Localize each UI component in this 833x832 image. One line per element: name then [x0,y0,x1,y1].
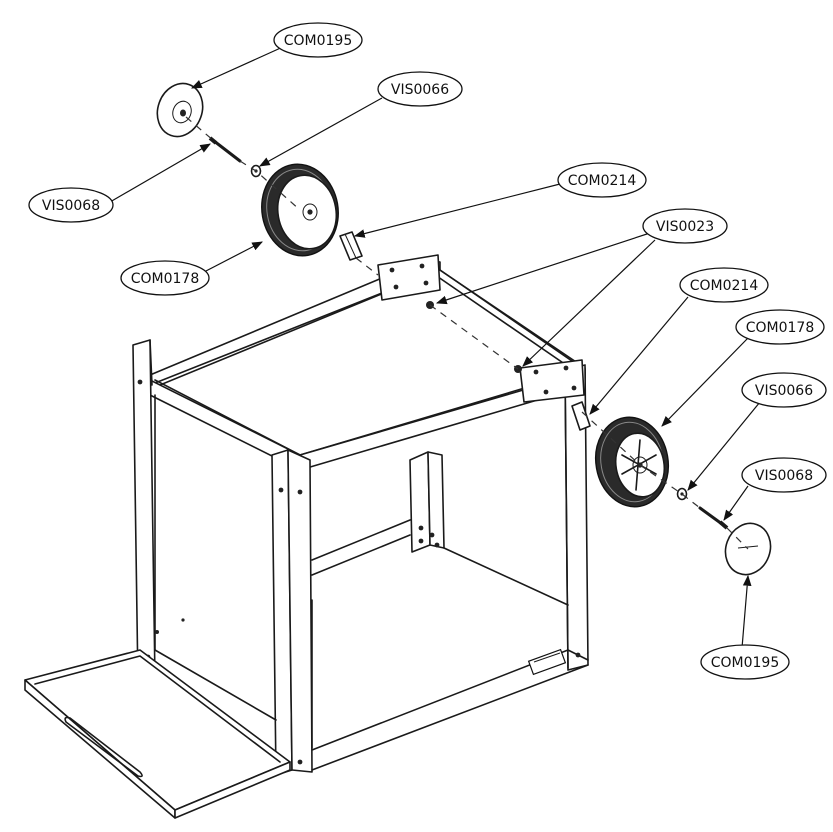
axle-lower [571,401,591,431]
callout-label: COM0178 [131,271,200,287]
callout-com0195-top: COM0195 [273,22,363,58]
cart-frame [132,259,589,776]
callout-com0178-right: COM0178 [735,309,825,345]
callout-com0214-right: COM0214 [679,267,769,303]
callout-label: COM0195 [711,655,780,671]
callout-label: COM0214 [690,278,759,294]
callout-vis0066-top: VIS0066 [377,71,463,107]
leader-lines [109,45,761,649]
wheel-upper [261,163,339,257]
callout-label: VIS0068 [755,468,813,484]
callout-label: VIS0068 [42,198,100,214]
hubcap-upper [156,82,204,138]
callout-label: COM0195 [284,33,353,49]
callout-label: VIS0066 [391,82,449,98]
callout-vis0023: VIS0023 [642,208,728,244]
bottom-tray [24,649,291,819]
callout-com0195-bottom: COM0195 [700,644,790,680]
callout-label: COM0214 [568,173,637,189]
washer-lower [676,487,688,501]
callout-label: VIS0066 [755,383,813,399]
bolt-upper [208,136,242,163]
callout-com0214-top: COM0214 [557,162,647,198]
callout-label: VIS0023 [656,219,714,235]
wheel-lower [594,416,670,508]
assembly-axis [185,116,749,550]
callout-label: COM0178 [746,320,815,336]
callout-com0178-left: COM0178 [120,260,210,296]
mounting-bracket-upper [377,254,441,301]
callout-vis0066-right: VIS0066 [741,372,827,408]
mounting-bracket-lower [519,359,585,403]
callout-vis0068-left: VIS0068 [28,187,114,223]
bolt-lower [698,506,729,530]
axle-upper [339,231,363,261]
callout-vis0068-right: VIS0068 [741,457,827,493]
